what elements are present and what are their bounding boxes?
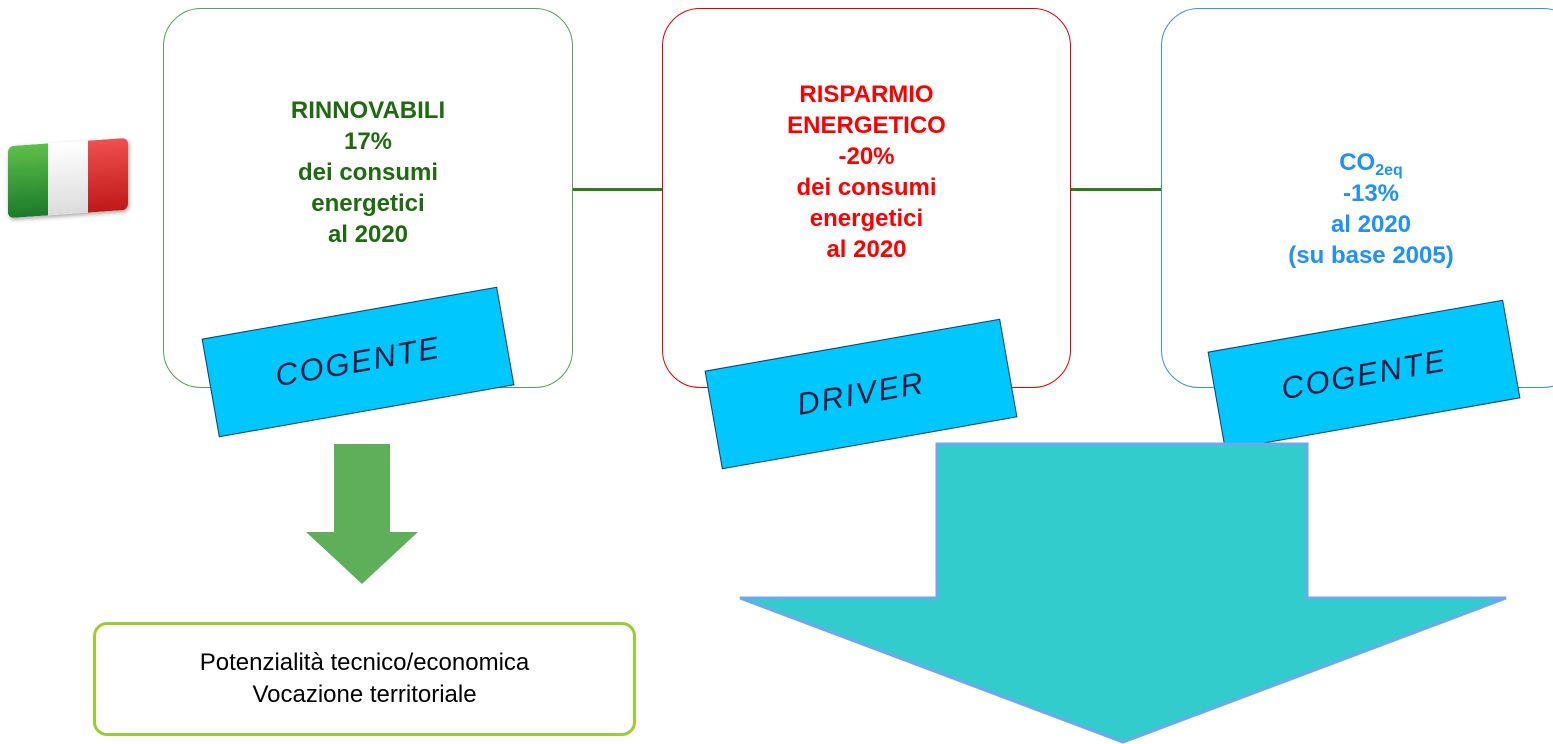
co2-subscript: 2eq xyxy=(1375,162,1403,179)
connector-green-red xyxy=(572,188,664,191)
energy-saving-line4: dei consumi xyxy=(796,174,937,201)
connector-red-blue xyxy=(1070,188,1163,191)
renewables-year: al 2020 xyxy=(327,221,409,248)
co2-year: al 2020 xyxy=(1330,211,1412,238)
co2-baseline: (su base 2005) xyxy=(1288,242,1454,269)
big-down-arrow xyxy=(739,442,1507,744)
co2-label: CO2eq xyxy=(1339,147,1403,179)
energy-saving-box: RISPARMIO ENERGETICO -20% dei consumi en… xyxy=(662,8,1071,388)
note-line1: Potenzialità tecnico/economica xyxy=(199,649,530,676)
energy-saving-line5: energetici xyxy=(809,205,924,232)
renewables-line4: energetici xyxy=(311,190,425,217)
energy-saving-title-2: ENERGETICO xyxy=(787,112,946,139)
energy-saving-year: al 2020 xyxy=(826,236,907,263)
renewables-line3: dei consumi xyxy=(297,159,439,186)
co2-percent: -13% xyxy=(1342,180,1400,207)
note-line2: Vocazione territoriale xyxy=(252,681,477,708)
energy-saving-percent: -20% xyxy=(838,143,895,170)
green-down-arrow xyxy=(306,444,418,584)
co2-main: CO xyxy=(1339,149,1376,176)
italian-flag-icon xyxy=(8,137,128,219)
potential-note: Potenzialità tecnico/economica Vocazione… xyxy=(93,622,636,736)
renewables-percent: 17% xyxy=(343,128,393,155)
energy-saving-title-1: RISPARMIO xyxy=(799,81,934,108)
renewables-title: RINNOVABILI xyxy=(290,97,446,124)
